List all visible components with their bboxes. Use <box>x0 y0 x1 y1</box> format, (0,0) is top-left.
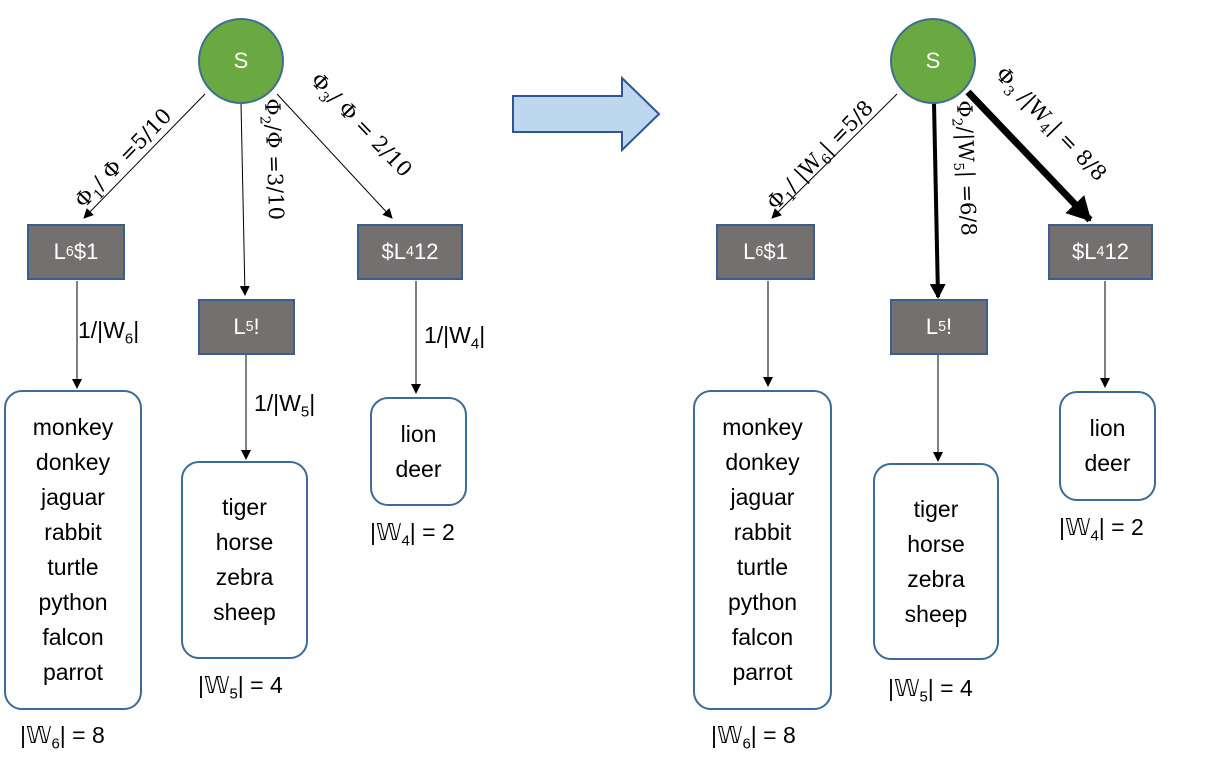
edge-s-l5-left <box>239 102 250 296</box>
edge-label-phi2-left: Φ2/Φ =3/10 <box>256 98 289 221</box>
count-w4-right: |𝕎4| = 2 <box>1059 514 1144 545</box>
edge-s-l4-left <box>276 93 393 219</box>
edge-s-l6-right <box>771 93 898 219</box>
count-w5-left: |𝕎5| = 4 <box>198 672 283 703</box>
count-w5-right: |𝕎5| = 4 <box>888 675 973 706</box>
edge-s-l4-right <box>965 89 1093 223</box>
count-w6-left: |𝕎6| = 8 <box>20 722 105 753</box>
root-node-left: S <box>198 18 284 104</box>
edge-s-l5-right <box>929 102 946 299</box>
prob-label-w4-left: 1/|W4| <box>424 322 486 353</box>
edge-s-l6-left <box>83 93 206 219</box>
count-w4-left: |𝕎4| = 2 <box>370 519 455 550</box>
prob-label-w6-left: 1/|W6| <box>78 317 140 348</box>
root-node-right: S <box>890 18 976 104</box>
edge-label-phi2-right: Φ2/|W5| =6/8 <box>948 100 981 237</box>
count-w6-right: |𝕎6| = 8 <box>711 722 796 753</box>
prob-label-w5-left: 1/|W5| <box>254 390 316 421</box>
transition-arrow <box>512 75 661 153</box>
